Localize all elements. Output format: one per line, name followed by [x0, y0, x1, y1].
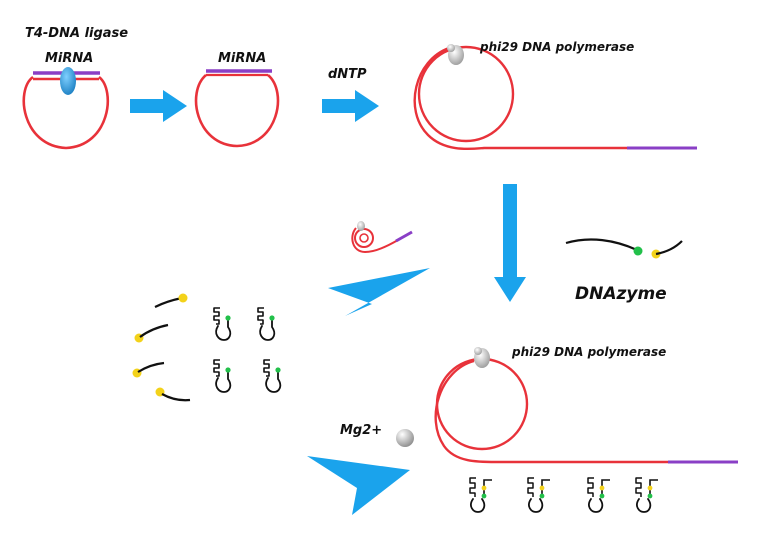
- hairpin-icon: [527, 477, 551, 513]
- polymerase-label-2: phi29 DNA polymerase: [512, 345, 667, 359]
- hairpin-icon: [257, 307, 276, 341]
- polymerase-label-1: phi29 DNA polymerase: [480, 40, 635, 54]
- hairpin-icon: [213, 359, 232, 393]
- arrow-left-icon: [328, 268, 430, 316]
- polymerase-blob-icon: [474, 347, 490, 368]
- arrow-right-icon: [322, 90, 379, 122]
- mg-label: Mg2+: [340, 423, 383, 438]
- step1-circular-template: [22, 67, 110, 150]
- mirna-label-2: MiRNA: [218, 51, 267, 66]
- hairpin-icon: [263, 359, 282, 393]
- step4-rolling-circle: [434, 347, 738, 513]
- rca-product-icon: [351, 221, 413, 254]
- arrow-left-icon: [307, 456, 410, 515]
- cleaved-products: [132, 293, 282, 402]
- mg-ion-icon: [396, 429, 414, 447]
- hairpin-icon: [469, 477, 493, 513]
- step2-ligated-circle: [194, 69, 280, 148]
- arrow-right-icon: [130, 90, 187, 122]
- ligase-label: T4-DNA ligase: [25, 26, 129, 41]
- dnazyme-label: DNAzyme: [575, 284, 667, 304]
- hairpin-icon: [587, 477, 611, 513]
- step3-rolling-circle: [413, 44, 697, 151]
- polymerase-blob-icon: [447, 44, 464, 65]
- hairpin-icon: [635, 477, 659, 513]
- dntp-label: dNTP: [328, 67, 367, 82]
- arrow-down-icon: [494, 184, 526, 302]
- mirna-label-1: MiRNA: [45, 51, 94, 66]
- ligase-blob-icon: [60, 67, 76, 95]
- hairpin-icon: [213, 307, 232, 341]
- dnazyme-substrate: [565, 238, 683, 259]
